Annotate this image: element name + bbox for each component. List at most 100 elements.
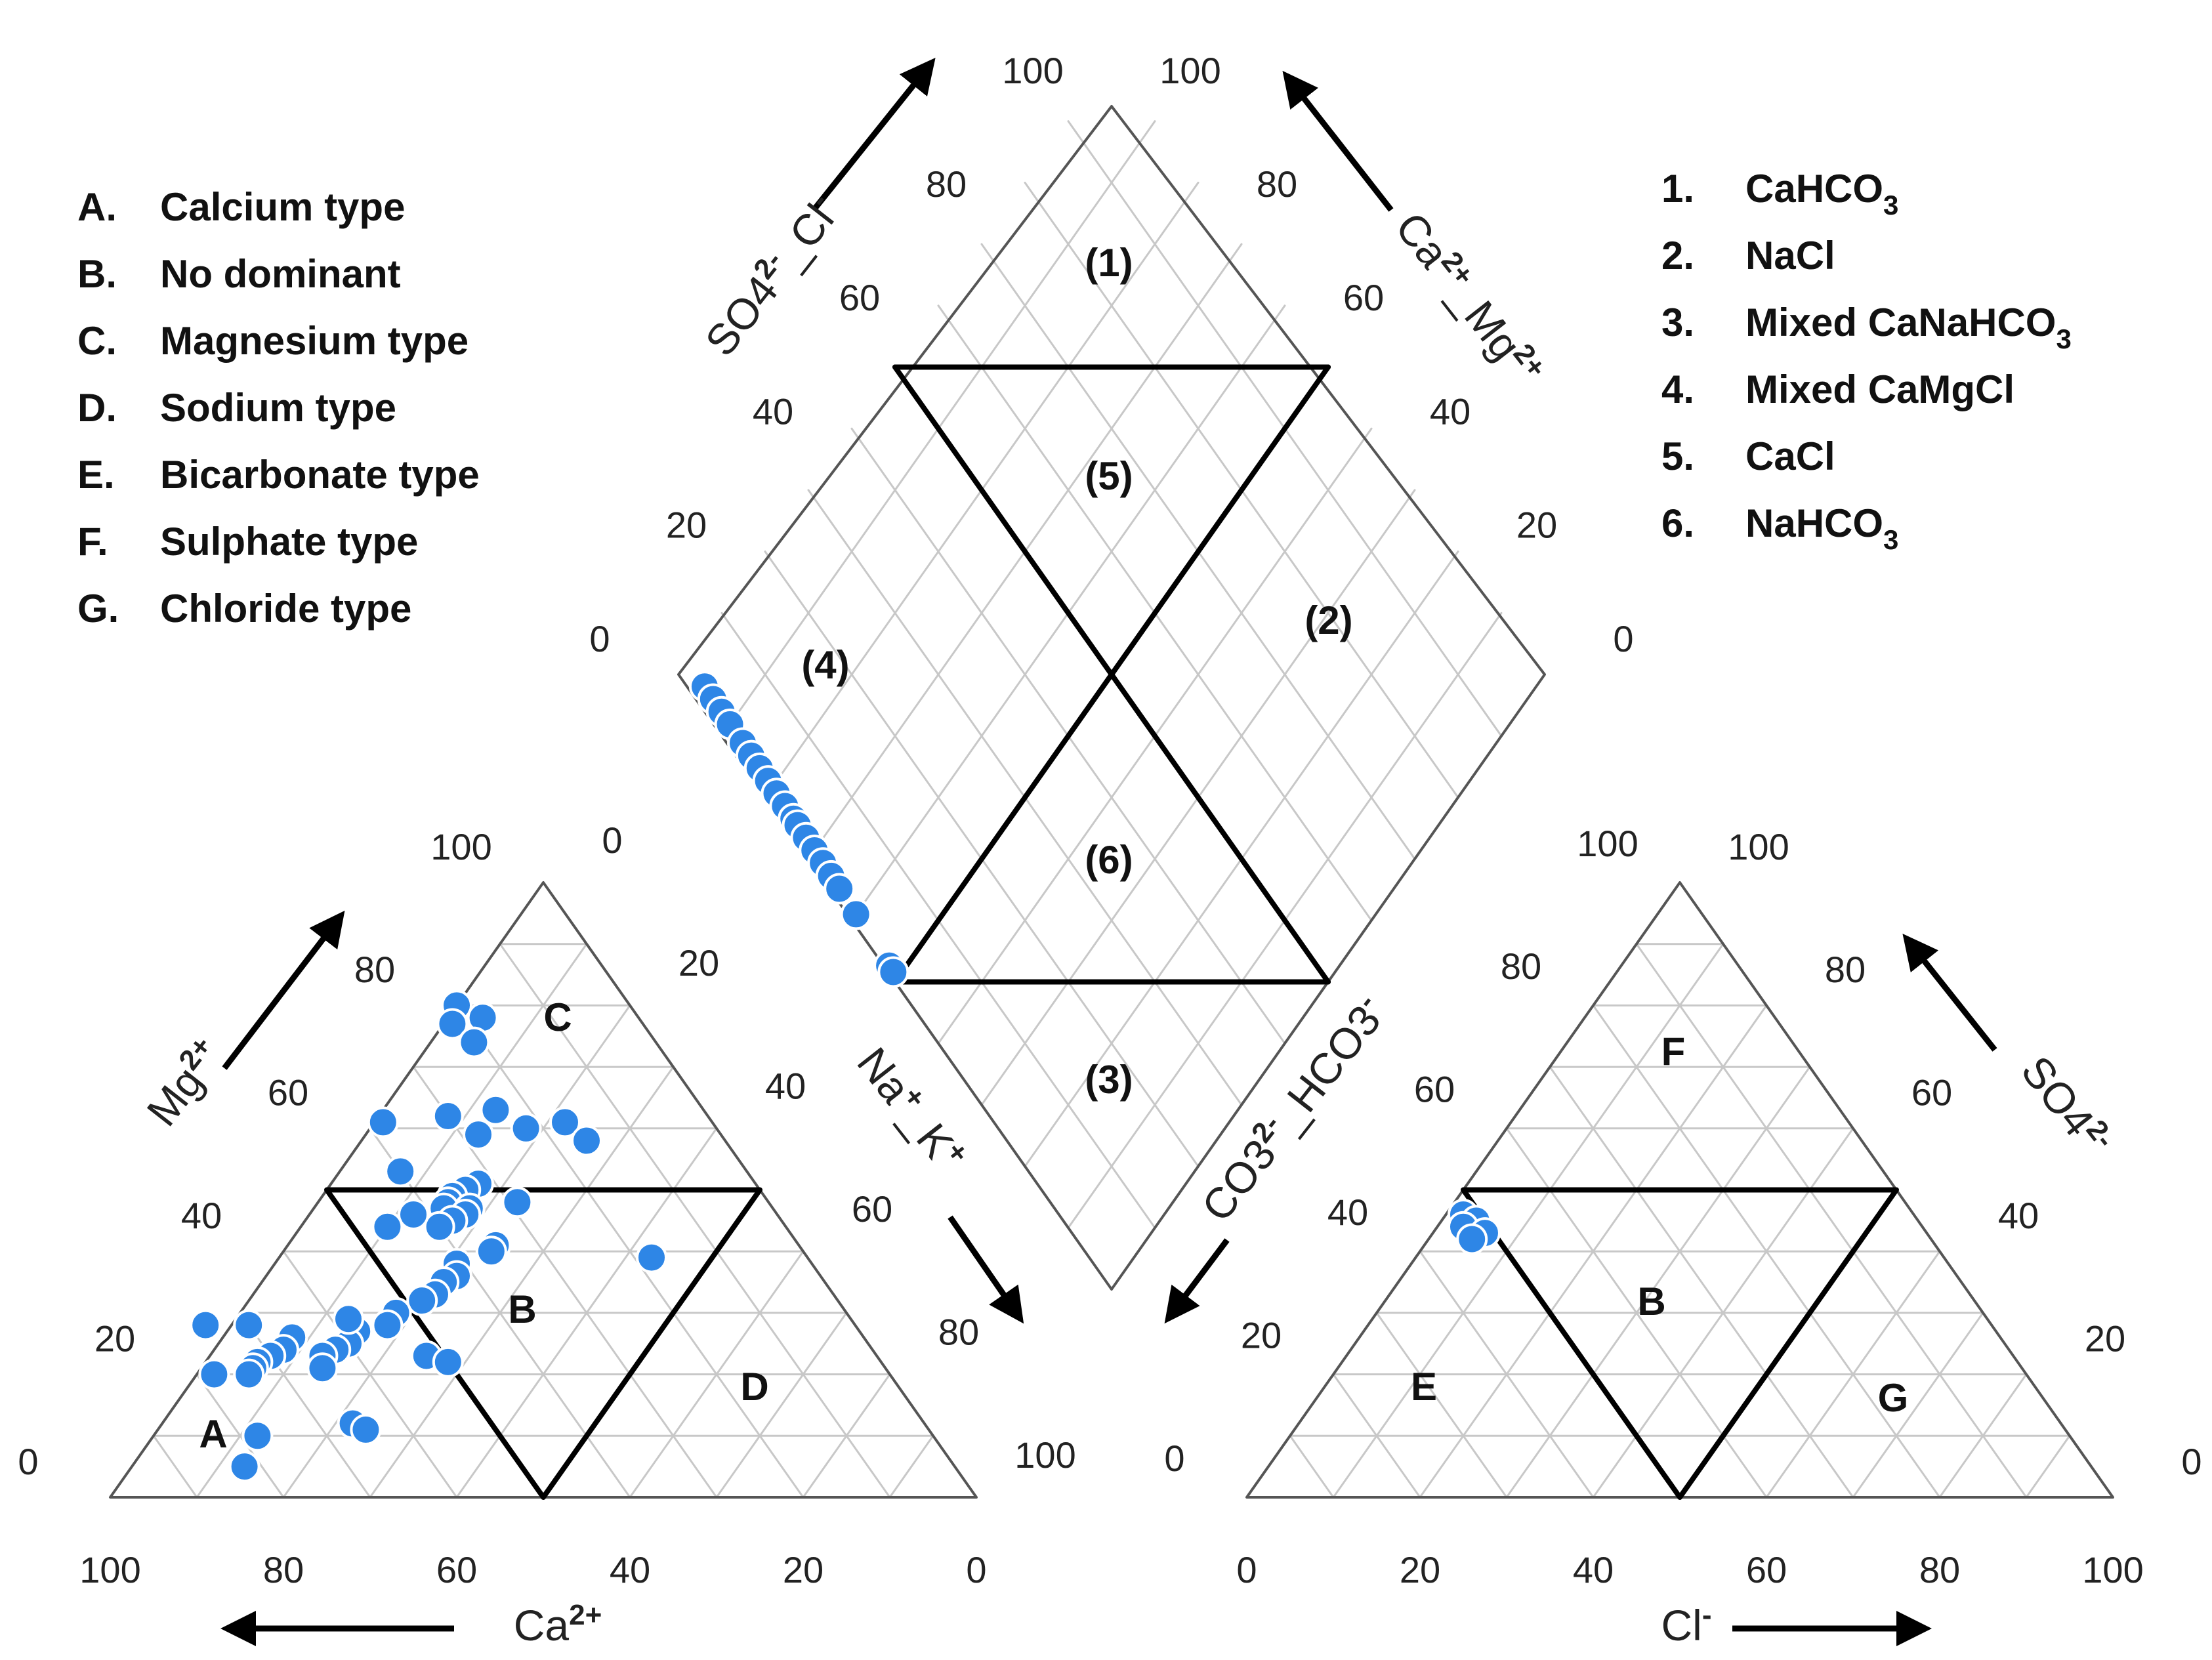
- zone-label-c: C: [543, 995, 572, 1039]
- anion-so4-tick: 80: [1825, 949, 1866, 990]
- cation-nak-tick: 20: [678, 942, 719, 984]
- anion-cl-tick: 60: [1746, 1549, 1787, 1590]
- anion-co3-tick: 80: [1501, 945, 1541, 987]
- diamond-camg-tick: 0: [1613, 618, 1633, 659]
- data-point: [463, 1119, 494, 1151]
- diamond-boundary-diag2: [892, 364, 1331, 985]
- zone-label-f: F: [1661, 1029, 1686, 1073]
- nak-arrow: [948, 1215, 1024, 1324]
- camg-arrow: [1282, 70, 1394, 212]
- anion-co3-tick: 40: [1327, 1192, 1368, 1233]
- cation-ca-tick: 40: [610, 1549, 650, 1590]
- data-point: [432, 1100, 464, 1132]
- legend-right-text: CaHCO3: [1745, 167, 1898, 220]
- anion-co3-tick: 0: [1164, 1438, 1184, 1479]
- data-point: [350, 1413, 382, 1445]
- data-point: [371, 1211, 404, 1243]
- legend-right-text: NaCl: [1745, 234, 1835, 278]
- legend-right-key: 6.: [1661, 501, 1694, 545]
- anion-so4-tick: 100: [1728, 826, 1789, 867]
- zone-label-4: (4): [801, 643, 849, 687]
- cation-mg-tick: 20: [94, 1318, 135, 1359]
- cation-triangle-grid-a: [499, 943, 891, 1499]
- anion-triangle-grid-b: [1852, 1312, 1984, 1499]
- diamond-so4cl-tick: 60: [839, 277, 880, 318]
- legend-left-text: Chloride type: [160, 587, 411, 631]
- anion-cl-tick: 20: [1400, 1549, 1440, 1590]
- legend-right-text: Mixed CaNaHCO3: [1745, 301, 2072, 354]
- anion-triangle-grid-a: [1635, 943, 2028, 1499]
- zone-label-2: (2): [1304, 598, 1352, 642]
- data-point: [458, 1026, 490, 1058]
- cation-triangle-grid-a: [152, 1434, 198, 1499]
- legend-right-key: 1.: [1661, 167, 1694, 211]
- legend-left-key: B.: [77, 252, 117, 296]
- legend-right-text: NaHCO3: [1745, 501, 1898, 555]
- anion-triangle-grid-b: [2025, 1434, 2071, 1499]
- legend-left-key: G.: [77, 587, 119, 631]
- anion-co3-tick: 60: [1414, 1069, 1455, 1110]
- data-point: [549, 1106, 581, 1138]
- tick-labels: 100 80 60 40 20 0 0 20 40 60 80 100 0 20 40 60 80 100 0 20 4…: [18, 50, 2202, 1590]
- zone-label-3: (3): [1085, 1058, 1133, 1102]
- legend-right-key: 4.: [1661, 367, 1694, 411]
- axis-title-so4cl: SO42-_Cl-: [694, 186, 848, 365]
- legend-right-text: CaCl: [1745, 434, 1835, 478]
- data-point: [367, 1106, 399, 1138]
- data-point: [371, 1309, 404, 1341]
- legend-right-key: 2.: [1661, 234, 1694, 278]
- diamond-so4cl-tick: 100: [1002, 50, 1063, 91]
- cation-triangle-grid-b: [888, 1434, 934, 1499]
- anion-triangle-grid-a: [1549, 1066, 1854, 1499]
- zone-label-b2: B: [1637, 1279, 1665, 1323]
- data-point: [241, 1420, 274, 1452]
- legend-left-text: Calcium type: [160, 185, 405, 229]
- legend-left-key: E.: [77, 453, 115, 497]
- diamond-so4cl-tick: 20: [666, 505, 707, 546]
- cation-nak-tick: 60: [852, 1188, 892, 1230]
- axis-title-so4: SO42-: [2012, 1045, 2121, 1165]
- anion-cl-tick: 80: [1919, 1549, 1960, 1590]
- cation-triangle-grid-a: [282, 1250, 458, 1499]
- anion-so4-tick: 60: [1911, 1072, 1952, 1113]
- zone-label-5: (5): [1085, 454, 1133, 498]
- anion-triangle-grid-a: [1419, 1250, 1595, 1499]
- legend-right-text: Mixed CaMgCl: [1745, 367, 2014, 411]
- diamond-frame: [677, 105, 1546, 1291]
- cation-ca-tick: 100: [79, 1549, 140, 1590]
- data-point: [824, 873, 856, 905]
- data-point: [501, 1186, 533, 1218]
- legend-left-text: Sodium type: [160, 386, 396, 430]
- cation-mg-tick: 40: [181, 1195, 222, 1236]
- data-point: [406, 1285, 438, 1317]
- diamond-so4cl-tick: 80: [926, 163, 967, 205]
- data-points: [190, 671, 1501, 1483]
- data-point: [233, 1309, 265, 1341]
- boundary-layer: [324, 364, 1899, 1500]
- axis-title-camg: Ca2+_Mg2+: [1387, 202, 1553, 395]
- anion-so4-tick: 20: [2085, 1318, 2125, 1359]
- cation-ca-tick: 80: [263, 1549, 304, 1590]
- data-point: [636, 1241, 667, 1274]
- data-point: [571, 1125, 602, 1157]
- axis-title-cl: Cl-: [1661, 1599, 1712, 1650]
- anion-cl-tick: 40: [1573, 1549, 1614, 1590]
- anion-triangle-grid-b: [1505, 1066, 1811, 1499]
- so4-arrow: [1902, 933, 1997, 1052]
- data-point: [480, 1094, 512, 1126]
- data-point: [385, 1155, 417, 1188]
- cation-triangle-grid-a: [455, 1004, 804, 1499]
- zone-label-d: D: [740, 1365, 768, 1409]
- cation-mg-tick: 0: [18, 1441, 38, 1482]
- data-point: [190, 1309, 222, 1341]
- anion-so4-tick: 0: [2181, 1441, 2202, 1482]
- axis-title-mg: Mg2+: [135, 1030, 232, 1135]
- legend-left-text: Sulphate type: [160, 520, 418, 564]
- anion-co3-tick: 100: [1577, 823, 1638, 864]
- anion-co3-tick: 20: [1241, 1314, 1282, 1356]
- data-point: [228, 1451, 261, 1483]
- zone-label-1: (1): [1085, 241, 1133, 285]
- zone-label-e: E: [1411, 1365, 1437, 1409]
